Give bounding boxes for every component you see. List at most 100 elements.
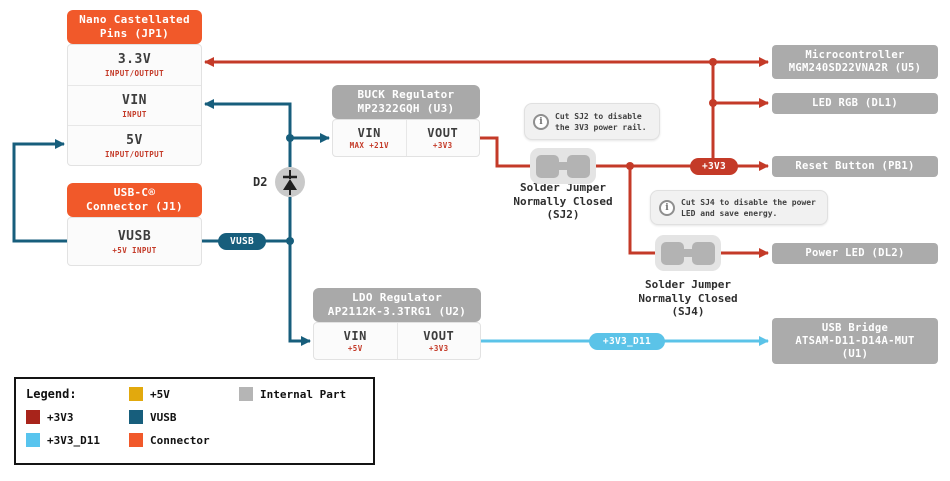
pin-5v-name: 5V bbox=[126, 132, 143, 148]
legend-label-vusb: VUSB bbox=[150, 410, 177, 424]
ldo-title-line1: LDO Regulator bbox=[352, 291, 442, 304]
solder-jumper-sj4 bbox=[655, 235, 721, 271]
usbc-title-line2: Connector (J1) bbox=[86, 200, 183, 213]
buck-vin-name: VIN bbox=[357, 126, 381, 140]
nano-pins-box: 3.3V INPUT/OUTPUT VIN INPUT 5V INPUT/OUT… bbox=[67, 44, 202, 166]
sj4-pad-right bbox=[692, 241, 715, 265]
legend-title: Legend: bbox=[26, 387, 77, 401]
pin-3v3: 3.3V INPUT/OUTPUT bbox=[68, 45, 201, 85]
power-led-label: Power LED (DL2) bbox=[805, 247, 905, 259]
nano-pins-header: Nano Castellated Pins (JP1) bbox=[67, 10, 202, 44]
sj4-label: Solder Jumper Normally Closed (SJ4) bbox=[623, 278, 753, 319]
buck-pins-box: VIN MAX +21V VOUT +3V3 bbox=[332, 119, 480, 157]
sj4-pad-left bbox=[661, 241, 684, 265]
legend-label-3v3-d11: +3V3_D11 bbox=[47, 433, 100, 447]
info-icon: i bbox=[659, 199, 675, 216]
legend-swatch-vusb bbox=[129, 410, 143, 424]
solder-jumper-sj2 bbox=[530, 148, 596, 184]
legend-swatch-connector bbox=[129, 433, 143, 447]
legend-item-internal-part: Internal Part bbox=[239, 387, 346, 401]
legend-label-3v3: +3V3 bbox=[47, 410, 74, 424]
ldo-vin-cell: VIN +5V bbox=[314, 323, 397, 359]
buck-regulator-header: BUCK Regulator MP2322GQH (U3) bbox=[332, 85, 480, 119]
sj2-label-line3: (SJ2) bbox=[546, 208, 580, 221]
pin-vin-name: VIN bbox=[122, 92, 147, 108]
sj2-label-line1: Solder Jumper bbox=[519, 181, 607, 194]
usb-bridge-line2: ATSAM-D11-D14A-MUT bbox=[795, 334, 915, 347]
sj2-label: Solder Jumper Normally Closed (SJ2) bbox=[498, 181, 628, 222]
sj2-tooltip-text: Cut SJ2 to disable the 3V3 power rail. bbox=[555, 111, 647, 133]
legend: Legend: +5V Internal Part +3V3 VUSB +3V3… bbox=[14, 377, 375, 465]
legend-swatch-3v3 bbox=[26, 410, 40, 424]
legend-swatch-internal-part bbox=[239, 387, 253, 401]
legend-swatch-3v3-d11 bbox=[26, 433, 40, 447]
usbc-pin-box: VUSB +5V INPUT bbox=[67, 217, 202, 266]
usb-bridge-line3: (U1) bbox=[841, 347, 869, 360]
wire-usbc-to-5v-pin bbox=[12, 139, 67, 243]
buck-vin-rating: MAX +21V bbox=[349, 141, 389, 150]
sj2-info-tooltip: i Cut SJ2 to disable the 3V3 power rail. bbox=[524, 103, 660, 140]
buck-title-line1: BUCK Regulator bbox=[357, 88, 455, 101]
sj4-label-line2: Normally Closed bbox=[638, 291, 738, 305]
ldo-vout-rating: +3V3 bbox=[428, 344, 449, 353]
ldo-pins-box: VIN +5V VOUT +3V3 bbox=[313, 322, 481, 360]
mcu-line1: Microcontroller bbox=[805, 49, 905, 61]
pin-vusb-name: VUSB bbox=[117, 228, 152, 244]
pin-vin-direction: INPUT bbox=[122, 109, 147, 119]
sj2-pad-left bbox=[536, 154, 559, 178]
3v3-net-badge: +3V3 bbox=[690, 158, 738, 175]
diode-icon bbox=[275, 167, 305, 197]
legend-item-connector: Connector bbox=[129, 433, 210, 447]
ldo-vout-name: VOUT bbox=[423, 329, 455, 343]
buck-vout-rating: +3V3 bbox=[432, 141, 453, 150]
buck-title-line2: MP2322GQH (U3) bbox=[357, 102, 455, 115]
reset-button-box: Reset Button (PB1) bbox=[772, 156, 938, 177]
ldo-vout-cell: VOUT +3V3 bbox=[396, 323, 481, 359]
wire-diode-to-nano-vin bbox=[204, 99, 292, 167]
vusb-net-badge: VUSB bbox=[218, 233, 266, 250]
legend-swatch-5v bbox=[129, 387, 143, 401]
sj2-label-line2: Normally Closed bbox=[513, 194, 613, 208]
usbc-connector-header: USB-C® Connector (J1) bbox=[67, 183, 202, 217]
sj4-tooltip-line2: LED and save energy. bbox=[681, 208, 778, 218]
sj4-tooltip-line1: Cut SJ4 to disable the power bbox=[681, 197, 816, 207]
junction-dot bbox=[286, 134, 294, 142]
legend-label-connector: Connector bbox=[150, 433, 210, 447]
pin-vusb-direction: +5V INPUT bbox=[112, 245, 157, 255]
ldo-vin-name: VIN bbox=[343, 329, 367, 343]
junction-dot bbox=[626, 162, 634, 170]
nano-pins-title-line2: Pins (JP1) bbox=[99, 27, 170, 40]
pin-5v: 5V INPUT/OUTPUT bbox=[68, 125, 201, 165]
sj2-pad-right bbox=[567, 154, 590, 178]
buck-vin-cell: VIN MAX +21V bbox=[333, 120, 406, 156]
pin-vin: VIN INPUT bbox=[68, 85, 201, 125]
buck-vout-name: VOUT bbox=[427, 126, 459, 140]
sj4-label-line1: Solder Jumper bbox=[644, 278, 732, 291]
sj4-bridge bbox=[681, 249, 695, 257]
power-led-box: Power LED (DL2) bbox=[772, 243, 938, 264]
diode-label: D2 bbox=[253, 175, 268, 189]
sj4-info-tooltip: i Cut SJ4 to disable the power LED and s… bbox=[650, 190, 828, 225]
reset-button-label: Reset Button (PB1) bbox=[795, 160, 915, 172]
sj4-tooltip-text: Cut SJ4 to disable the power LED and sav… bbox=[681, 197, 816, 219]
legend-item-3v3-d11: +3V3_D11 bbox=[26, 433, 100, 447]
wire-to-ldo-vin bbox=[288, 241, 311, 346]
legend-label-internal-part: Internal Part bbox=[260, 387, 347, 401]
usbc-title-line1: USB-C® bbox=[113, 186, 156, 199]
led-rgb-label: LED RGB (DL1) bbox=[811, 97, 899, 109]
mcu-line2: MGM240SD22VNA2R (U5) bbox=[788, 62, 922, 74]
sj2-tooltip-line2: the 3V3 power rail. bbox=[555, 122, 647, 132]
ldo-vin-rating: +5V bbox=[347, 344, 363, 353]
led-rgb-box: LED RGB (DL1) bbox=[772, 93, 938, 114]
wire-sj4-to-power-led bbox=[628, 166, 769, 258]
legend-item-5v: +5V bbox=[129, 387, 170, 401]
microcontroller-box: Microcontroller MGM240SD22VNA2R (U5) bbox=[772, 45, 938, 79]
junction-dot bbox=[709, 58, 717, 66]
junction-dot bbox=[709, 99, 717, 107]
ldo-title-line2: AP2112K-3.3TRG1 (U2) bbox=[327, 305, 467, 318]
pin-3v3-name: 3.3V bbox=[117, 52, 152, 67]
legend-label-5v: +5V bbox=[150, 387, 170, 401]
sj4-label-line3: (SJ4) bbox=[671, 305, 705, 318]
